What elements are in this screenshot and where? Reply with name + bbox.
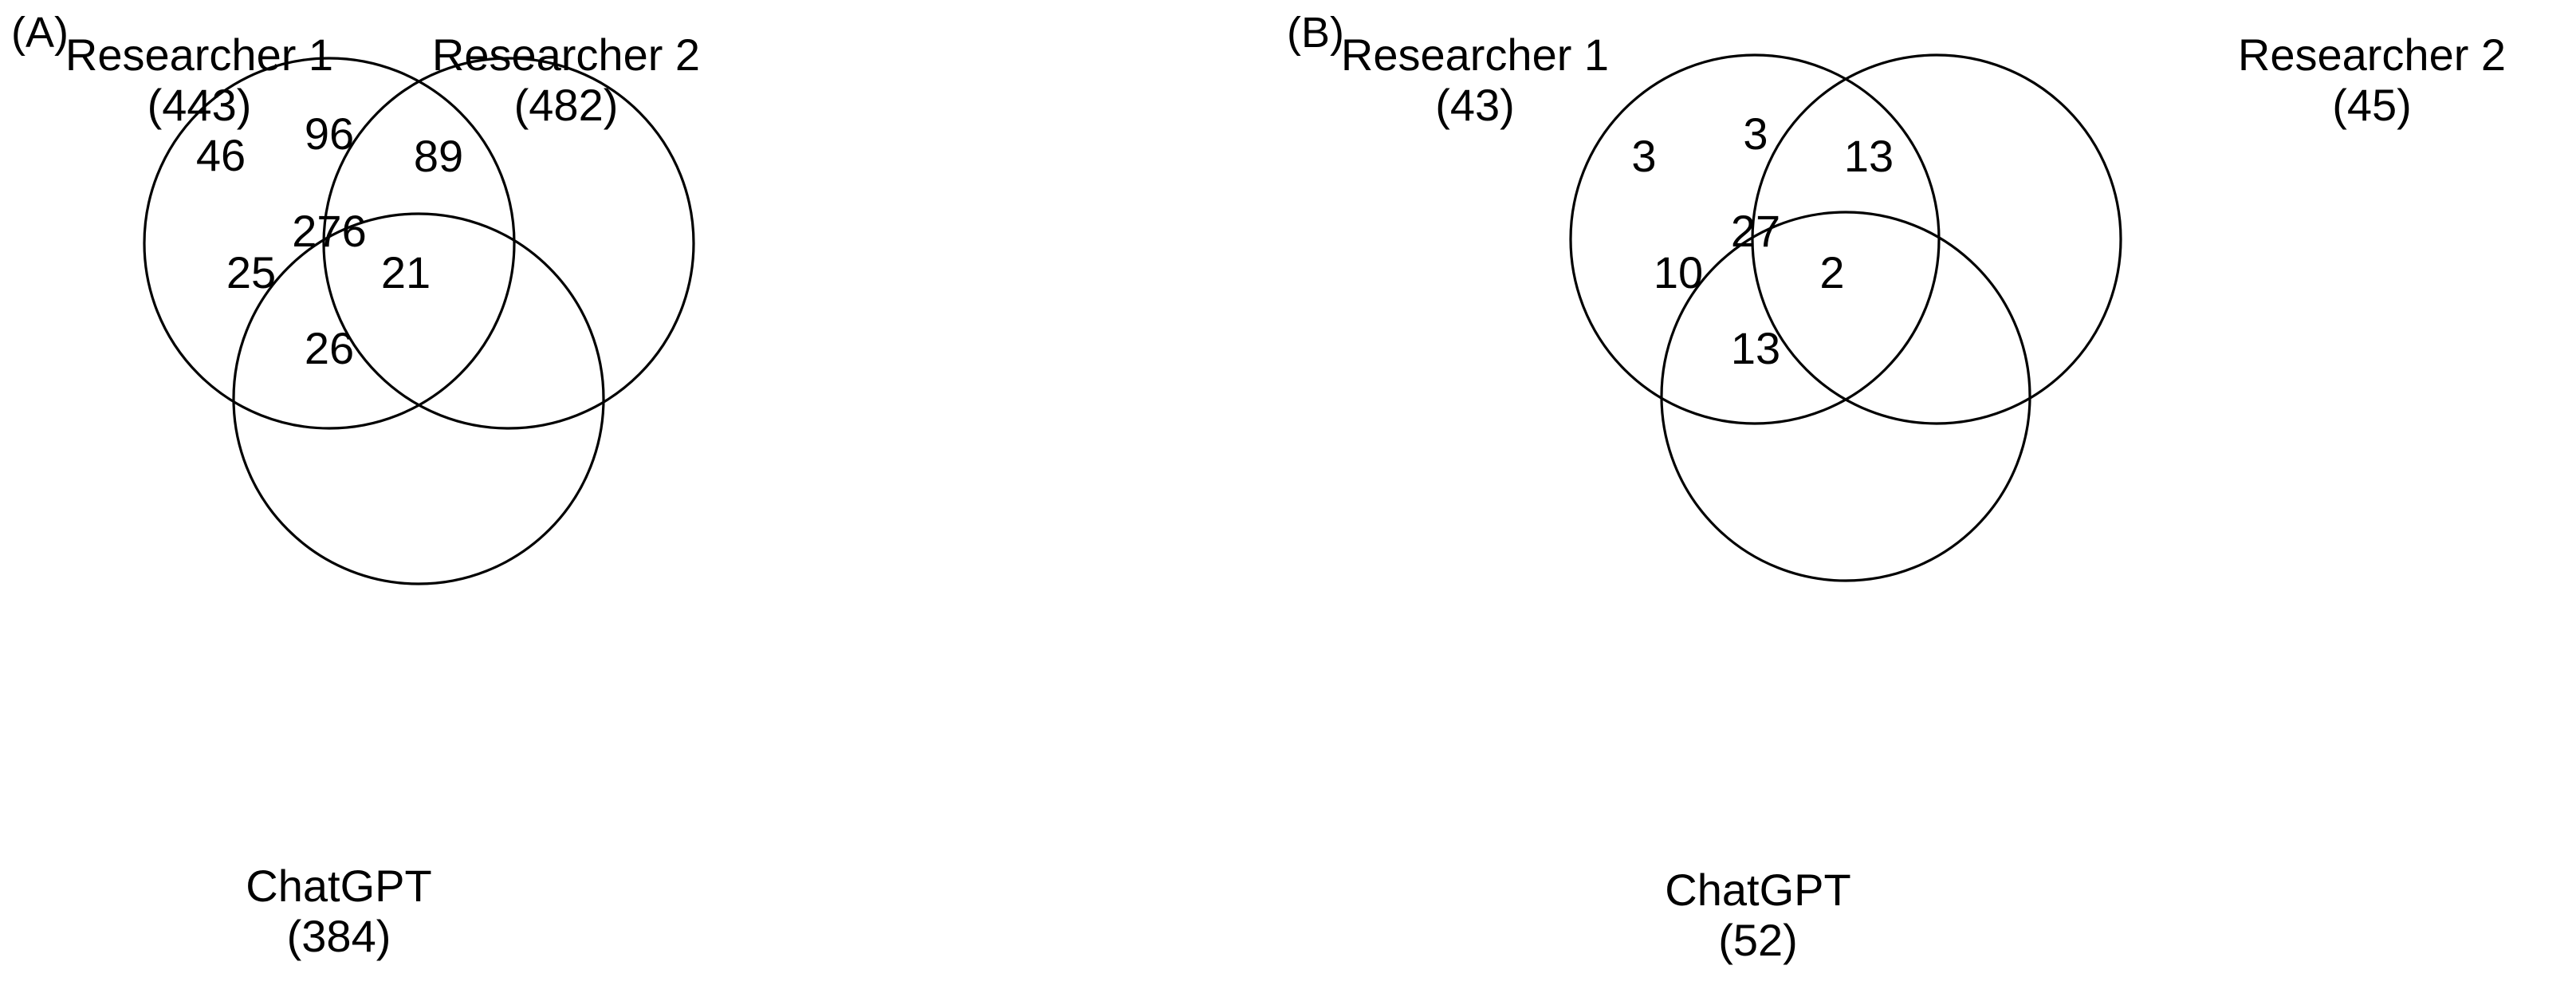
panel-a-label-researcher-1: Researcher 1 (443) [48, 30, 351, 130]
panel-b-circle-researcher-2 [1752, 55, 2121, 424]
panel-a-label-researcher-2: Researcher 2 (482) [415, 30, 718, 130]
panel-b-letter: (B) [1287, 9, 1344, 57]
set-count: (384) [286, 910, 391, 961]
panel-a-circle-researcher-2 [324, 58, 694, 428]
panel-a-region-bottom-only: 26 [304, 323, 355, 373]
set-count: (482) [513, 79, 619, 130]
set-count: (52) [1718, 914, 1798, 965]
panel-b-label-researcher-1: Researcher 1 (43) [1323, 30, 1626, 130]
set-name: Researcher 1 [65, 30, 334, 80]
panel-a-region-right-bottom: 21 [380, 247, 431, 298]
set-count: (43) [1435, 79, 1515, 130]
panel-a-region-left-right: 96 [304, 108, 355, 159]
panel-b-region-left-only: 3 [1631, 131, 1657, 181]
panel-a-letter: (A) [11, 9, 69, 57]
panel-b-label-chatgpt: ChatGPT (52) [1607, 865, 1909, 965]
panel-b-label-researcher-2: Researcher 2 (45) [2220, 30, 2523, 130]
set-count: (45) [2332, 79, 2412, 130]
set-count: (443) [147, 79, 252, 130]
panel-a-region-left-only: 46 [195, 130, 246, 180]
panel-b: (B) Researcher 1 (43) Researcher 2 (45) … [1276, 0, 2576, 1001]
panel-b-circle-researcher-1 [1571, 55, 1939, 424]
panel-a-circle-chatgpt [234, 214, 604, 584]
panel-a-label-chatgpt: ChatGPT (384) [187, 861, 490, 961]
set-name: Researcher 2 [431, 30, 701, 80]
set-name: Researcher 1 [1340, 30, 1610, 80]
panel-b-region-left-right: 3 [1743, 108, 1768, 159]
panel-a-circle-researcher-1 [144, 58, 514, 428]
panel-b-region-left-bottom: 10 [1653, 247, 1704, 298]
panel-a: (A) Researcher 1 (443) Researcher 2 (482… [0, 0, 1276, 1001]
panel-b-circle-chatgpt [1662, 212, 2030, 581]
panel-a-region-right-only: 89 [413, 131, 464, 181]
set-name: ChatGPT [246, 861, 432, 911]
panel-b-venn-circles [1276, 0, 2576, 1001]
panel-b-region-bottom-only: 13 [1730, 323, 1781, 373]
panel-a-venn-circles [0, 0, 1276, 1001]
panel-a-region-all-three: 276 [292, 206, 367, 256]
panel-a-region-left-bottom: 25 [226, 247, 277, 298]
panel-b-region-right-only: 13 [1843, 131, 1894, 181]
set-name: Researcher 2 [2237, 30, 2507, 80]
set-name: ChatGPT [1665, 865, 1851, 915]
panel-b-region-right-bottom: 2 [1819, 247, 1845, 298]
panel-b-region-all-three: 27 [1730, 206, 1781, 256]
